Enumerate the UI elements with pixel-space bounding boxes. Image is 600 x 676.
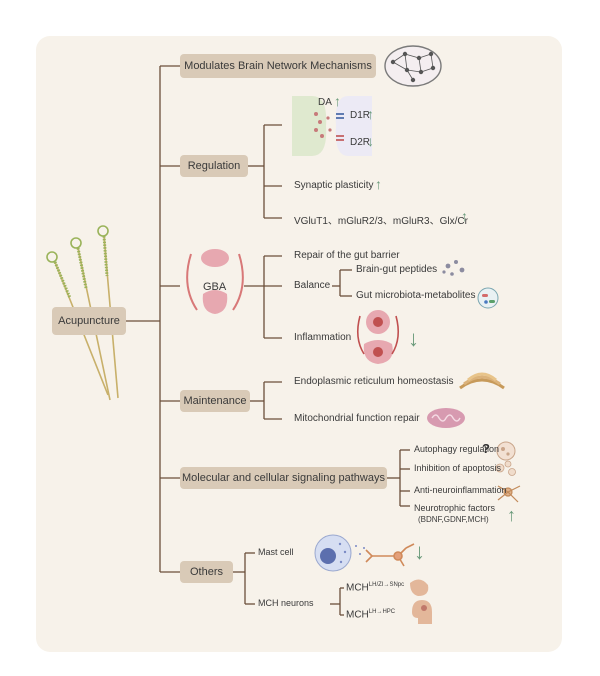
neurotrophic-up-arrow: ↑ — [507, 505, 516, 525]
balance-label: Balance — [294, 280, 331, 291]
autophagy-icon — [496, 441, 516, 461]
gut-brain-axis-icon — [186, 249, 244, 314]
apoptosis-label: Inhibition of apoptosis — [414, 463, 502, 473]
mch-snpc-label: MCHLH/ZI→SNpc — [346, 582, 405, 594]
glutamate-receptors-label: VGluT1、mGluR2/3、mGluR3、Glx/Cr — [294, 216, 468, 227]
gba-label: GBA — [203, 281, 227, 293]
mast-cell-down-arrow: ↓ — [414, 539, 425, 564]
da-label: DA — [318, 97, 332, 108]
neurotrophic-label: Neurotrophic factors — [414, 503, 496, 513]
mitochondria-icon — [427, 408, 465, 428]
brain-gut-peptides-label: Brain-gut peptides — [356, 264, 438, 275]
er-homeostasis-label: Endoplasmic reticulum homeostasis — [294, 376, 454, 387]
synaptic-plasticity-label: Synaptic plasticity — [294, 180, 374, 191]
d2r-down-arrow: ↓ — [367, 133, 374, 149]
repair-gut-barrier-label: Repair of the gut barrier — [294, 250, 400, 261]
mch-neurons-label: MCH neurons — [258, 598, 314, 608]
anti-neuroinflammation-label: Anti-neuroinflammation — [414, 485, 507, 495]
glutamate-up-arrow: ↑ — [461, 208, 468, 224]
brain-network-box: Modulates Brain Network Mechanisms — [180, 54, 376, 78]
da-up-arrow: ↑ — [334, 93, 341, 109]
apoptosis-icon — [495, 460, 516, 476]
regulation-box: Regulation — [180, 155, 248, 177]
autophagy-question-mark: ? — [482, 441, 490, 456]
inflammation-label: Inflammation — [294, 332, 352, 343]
neuron-icon — [365, 543, 415, 567]
mast-cell-icon — [314, 534, 365, 572]
autophagy-label: Autophagy regulation — [414, 444, 500, 454]
brain-network-icon — [384, 45, 442, 87]
mch-hpc-icon — [412, 600, 432, 624]
inflammation-gut-icon — [356, 310, 400, 364]
inflammation-down-arrow: ↓ — [408, 326, 419, 351]
neurotrophic-sub-label: (BDNF,GDNF,MCH) — [418, 515, 489, 524]
d1r-label: D1R — [350, 110, 371, 121]
mitochondrial-repair-label: Mitochondrial function repair — [294, 413, 420, 424]
d2r-label: D2R — [350, 137, 371, 148]
microglia-icon — [497, 485, 521, 503]
maintenance-box: Maintenance — [180, 390, 250, 412]
signaling-box: Molecular and cellular signaling pathway… — [180, 467, 387, 489]
others-box: Others — [180, 561, 233, 583]
mch-snpc-icon — [410, 579, 429, 596]
gut-microbiota-label: Gut microbiota-metabolites — [356, 290, 476, 301]
d1r-up-arrow: ↑ — [367, 106, 374, 122]
peptides-dots-icon — [442, 260, 465, 276]
synaptic-up-arrow: ↑ — [375, 176, 382, 192]
mch-hpc-label: MCHLH→HPC — [346, 609, 396, 621]
endoplasmic-reticulum-icon — [459, 372, 505, 390]
mast-cell-label: Mast cell — [258, 547, 294, 557]
synapse-icon — [292, 96, 372, 156]
acupuncture-root: Acupuncture — [52, 307, 126, 335]
microbiota-icon — [477, 287, 499, 309]
